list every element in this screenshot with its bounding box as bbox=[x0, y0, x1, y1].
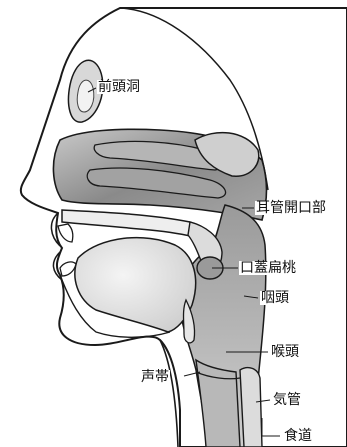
label-vocal-cords: 声帯 bbox=[140, 370, 170, 384]
label-esophagus: 食道 bbox=[283, 429, 313, 443]
label-palatine-tonsil: 口蓋扁桃 bbox=[239, 261, 297, 275]
label-larynx: 喉頭 bbox=[270, 345, 300, 359]
esophagus-tube bbox=[240, 368, 262, 447]
label-pharynx: 咽頭 bbox=[260, 291, 290, 305]
label-trachea: 気管 bbox=[272, 393, 302, 407]
frontal-sinus-inner bbox=[77, 80, 94, 112]
label-eustachian-opening: 耳管開口部 bbox=[255, 201, 327, 215]
label-frontal-sinus: 前頭洞 bbox=[97, 80, 141, 94]
